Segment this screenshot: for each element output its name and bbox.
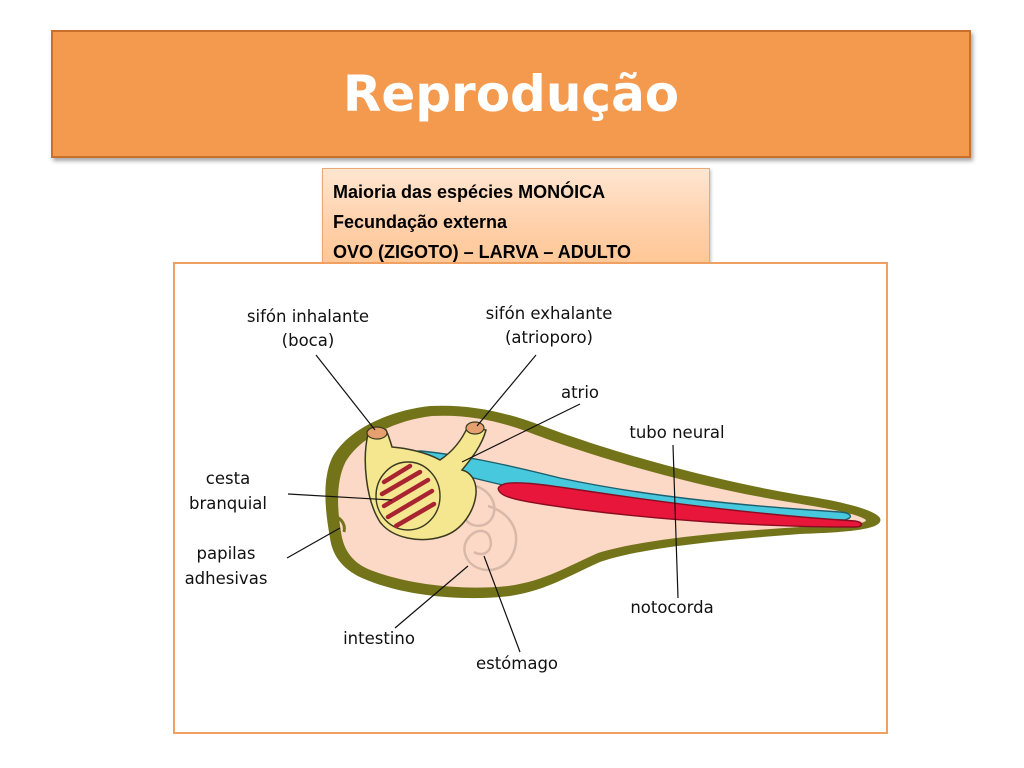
larva-diagram-frame: sifón inhalante (boca) sifón exhalante (… xyxy=(173,262,888,734)
info-line-monoica: Maioria das espécies MONÓICA xyxy=(333,182,606,202)
exhalant-siphon-tip xyxy=(465,421,485,435)
label-papilas: papilas xyxy=(197,544,256,563)
leader-lines xyxy=(286,354,679,653)
label-boca: (boca) xyxy=(282,331,335,350)
label-atrioporo: (atrioporo) xyxy=(505,328,593,347)
info-line-ciclo: OVO (ZIGOTO) – LARVA – ADULTO xyxy=(333,242,632,262)
adhesive-papillae xyxy=(327,512,346,533)
label-branquial: branquial xyxy=(189,494,267,513)
title-banner: Reprodução xyxy=(51,30,971,158)
label-notocorda: notocorda xyxy=(630,598,713,617)
slide-title: Reprodução xyxy=(342,65,680,123)
info-box: Maioria das espécies MONÓICA Fecundação … xyxy=(322,168,710,264)
label-atrio: atrio xyxy=(561,383,599,402)
intestine xyxy=(463,504,518,572)
label-tubo-neural: tubo neural xyxy=(629,423,724,442)
larva-diagram: sifón inhalante (boca) sifón exhalante (… xyxy=(185,304,881,673)
label-adhesivas: adhesivas xyxy=(185,569,268,588)
info-line-fecundacao: Fecundação externa xyxy=(333,212,508,232)
label-sifon-inhalante: sifón inhalante xyxy=(247,307,369,326)
label-cesta: cesta xyxy=(206,469,250,488)
label-sifon-exhalante: sifón exhalante xyxy=(486,304,613,323)
inhalant-siphon-tip xyxy=(366,426,388,440)
label-estomago: estómago xyxy=(476,654,558,673)
notochord xyxy=(497,482,863,528)
stomach xyxy=(465,484,496,527)
gill-slits xyxy=(379,463,437,529)
label-intestino: intestino xyxy=(343,629,415,648)
